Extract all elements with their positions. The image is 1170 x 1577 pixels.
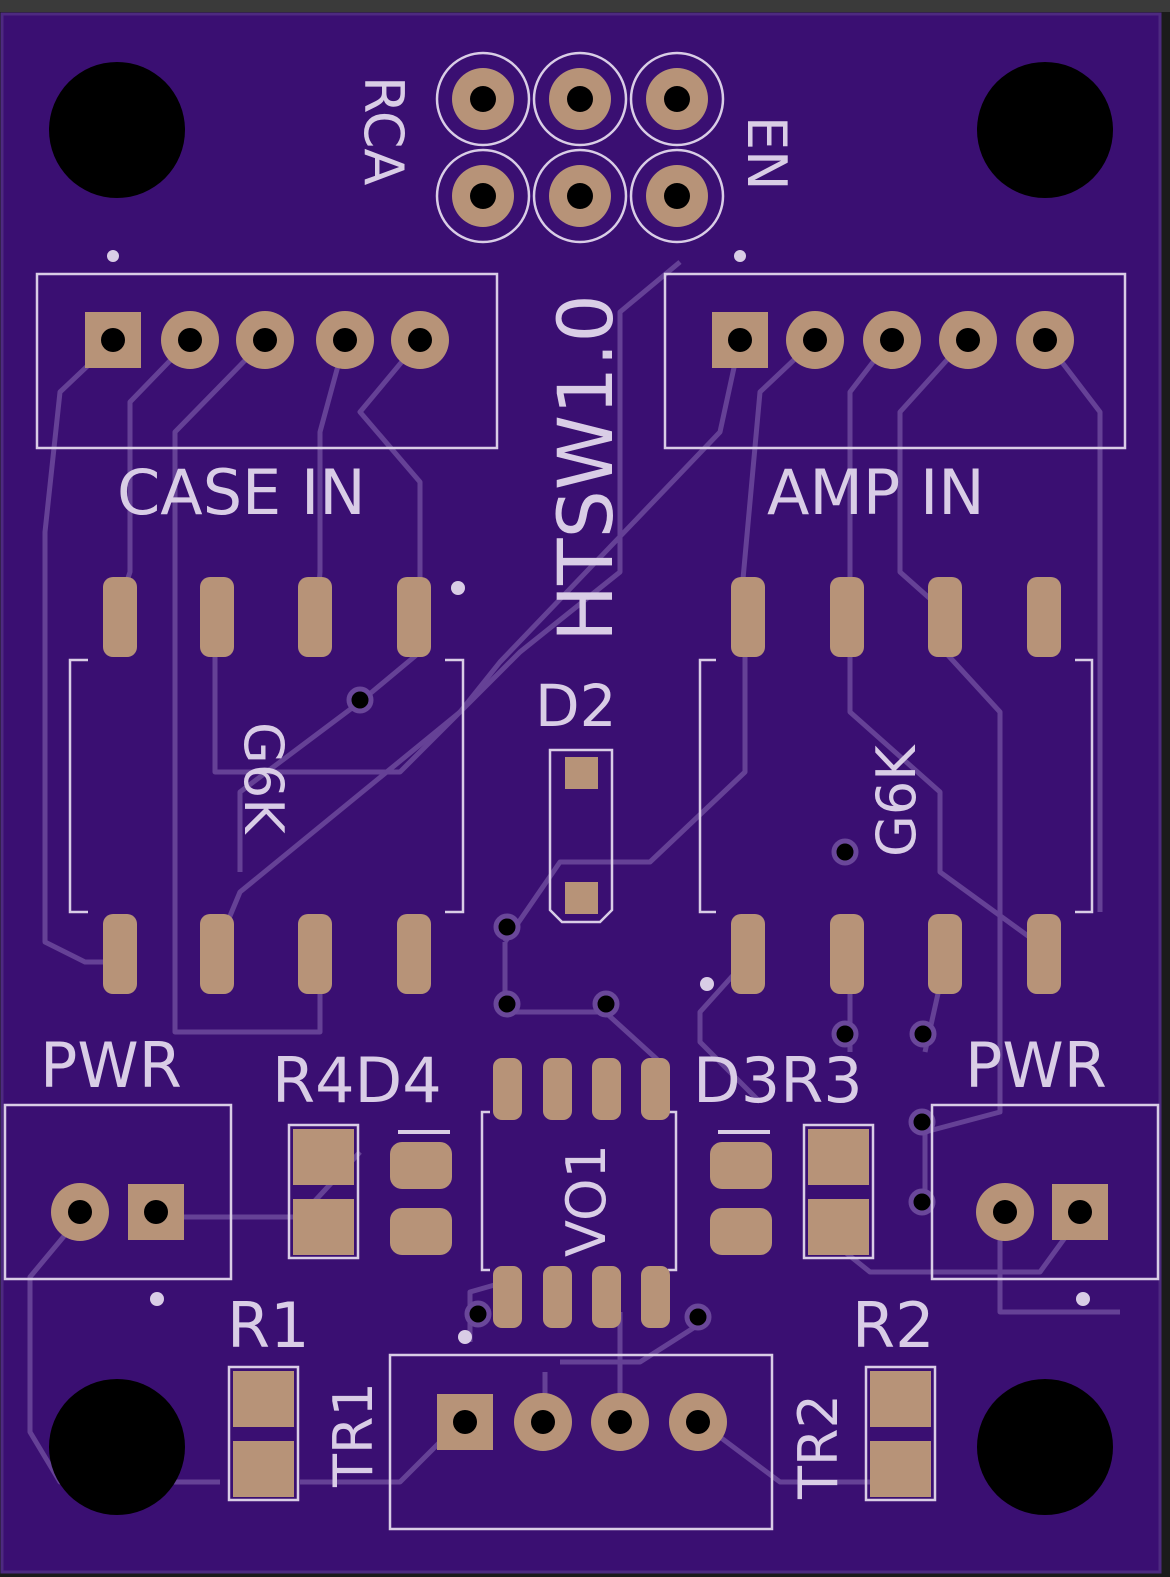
diode-d2 xyxy=(548,748,614,924)
r1-label: R1 xyxy=(227,1289,310,1362)
pwr-left-connector xyxy=(3,1103,233,1306)
vo1-label: VO1 xyxy=(555,1144,618,1257)
pwr-right-label: PWR xyxy=(965,1029,1107,1102)
en-label: EN xyxy=(735,116,798,191)
tr2-label: TR2 xyxy=(787,1394,850,1500)
diode-d4 xyxy=(390,1130,452,1255)
pwr-left-label: PWR xyxy=(40,1029,182,1102)
via-icon xyxy=(908,1108,936,1136)
diode-d3 xyxy=(710,1130,772,1255)
r4d4-label: R4D4 xyxy=(272,1044,442,1117)
via-icon xyxy=(831,838,859,866)
pcb-board: RCA EN HTSW1.0 CASE IN AMP IN xyxy=(0,12,1162,1574)
relay-right-label: G6K xyxy=(865,744,928,857)
via-icon xyxy=(346,686,374,714)
relay-left-label: G6K xyxy=(232,722,295,835)
mounting-hole-icon xyxy=(49,1379,185,1515)
resistor-r1 xyxy=(227,1365,300,1502)
rca-label: RCA xyxy=(352,76,415,186)
relay-right xyxy=(698,577,1094,994)
case-in-label: CASE IN xyxy=(117,456,366,529)
resistor-r3 xyxy=(802,1123,875,1260)
via-icon xyxy=(684,1303,712,1331)
case-in-connector xyxy=(35,250,499,450)
amp-in-connector xyxy=(663,250,1127,450)
via-icon xyxy=(592,990,620,1018)
mounting-hole-icon xyxy=(977,62,1113,198)
d3r3-label: D3R3 xyxy=(693,1044,863,1117)
r2-label: R2 xyxy=(852,1289,935,1362)
mounting-holes xyxy=(49,62,1113,1515)
tr1-label: TR1 xyxy=(322,1382,385,1488)
amp-in-label: AMP IN xyxy=(767,456,985,529)
via-icon xyxy=(831,1020,859,1048)
bottom-connector xyxy=(388,1353,774,1531)
rca-en-header xyxy=(435,51,725,244)
relay-left xyxy=(68,577,465,994)
ic-vo1 xyxy=(458,1058,678,1344)
board-name-label: HTSW1.0 xyxy=(541,294,630,642)
via-icon xyxy=(493,990,521,1018)
via-icon xyxy=(493,913,521,941)
mounting-hole-icon xyxy=(49,62,185,198)
window-top-bar xyxy=(0,0,1170,12)
vias xyxy=(346,686,937,1331)
via-icon xyxy=(909,1020,937,1048)
via-icon xyxy=(464,1300,492,1328)
resistor-r2 xyxy=(864,1365,937,1502)
d2-label: D2 xyxy=(535,672,617,740)
pwr-right-connector xyxy=(930,1103,1160,1306)
mounting-hole-icon xyxy=(977,1379,1113,1515)
resistor-r4 xyxy=(287,1123,360,1260)
via-icon xyxy=(908,1188,936,1216)
